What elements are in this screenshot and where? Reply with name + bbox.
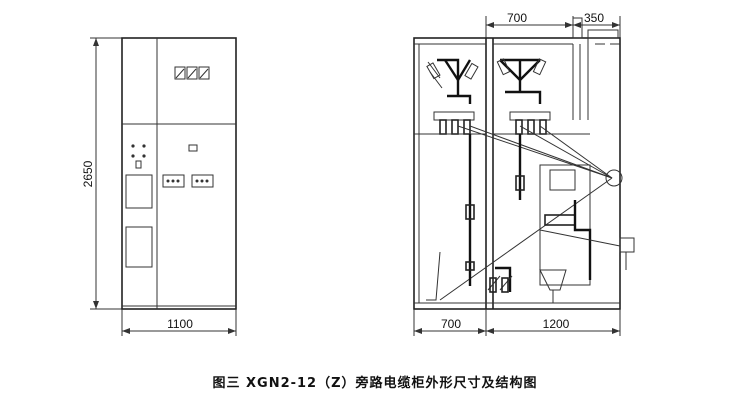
front-width-dim: 1100 <box>167 317 193 331</box>
side-top-dim-left: 700 <box>507 11 527 25</box>
side-view: 700 350 <box>413 11 635 336</box>
side-top-dim-right: 350 <box>584 11 604 25</box>
front-height-dim: 2650 <box>81 160 95 187</box>
figure-caption: 图三 XGN2-12（Z）旁路电缆柜外形尺寸及结构图 <box>212 376 538 391</box>
side-cabinet-outline <box>413 37 621 310</box>
front-cabinet-outline <box>121 37 237 310</box>
breaker-truck <box>539 164 591 286</box>
side-bottom-dim-right: 1200 <box>543 317 570 331</box>
side-bottom-dim-left: 700 <box>441 317 461 331</box>
front-view: 2650 <box>81 37 237 336</box>
